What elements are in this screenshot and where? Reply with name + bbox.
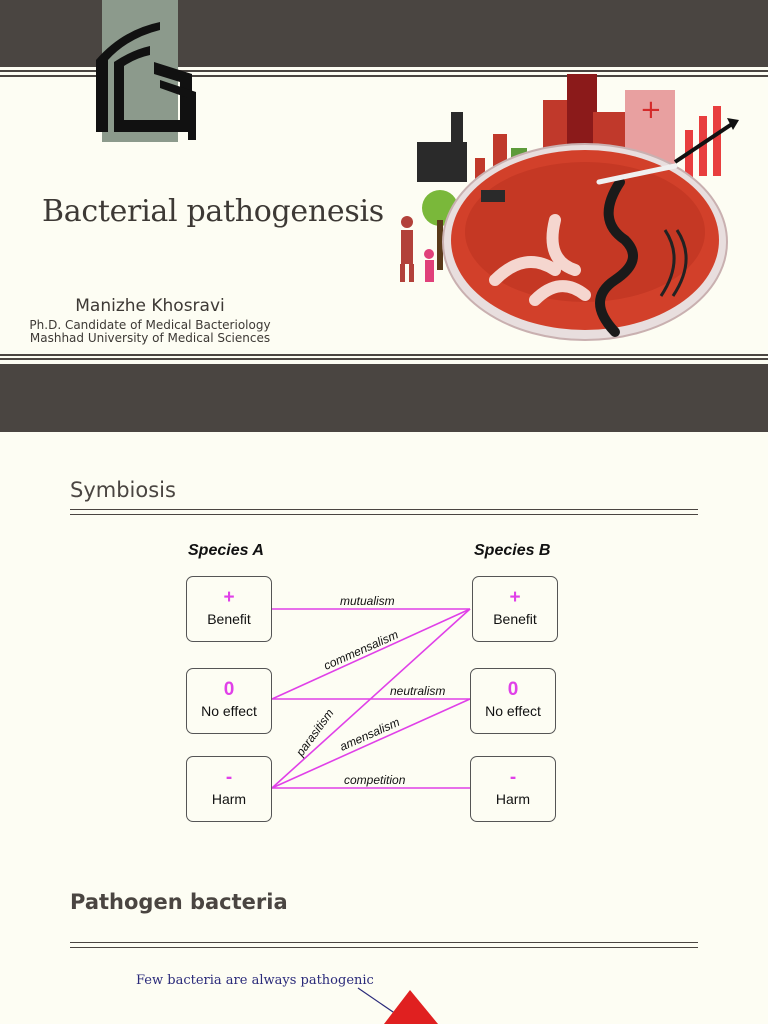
no-effect-label: No effect [485, 703, 541, 719]
relation-line [271, 698, 471, 789]
heading-rule-2 [70, 947, 698, 948]
bottom-band [0, 364, 768, 432]
bottom-rule-2 [0, 358, 768, 360]
pathogen-heading: Pathogen bacteria [70, 890, 288, 914]
harm-label: Harm [495, 791, 531, 807]
species-a-harm-box: - Harm [186, 756, 272, 822]
person-icon [401, 230, 413, 264]
harm-label: Harm [211, 791, 247, 807]
species-b-heading: Species B [474, 542, 551, 559]
pathogenic-note: Few bacteria are always pathogenic [136, 973, 374, 988]
species-b-harm-box: - Harm [470, 756, 556, 822]
species-a-no-effect-box: 0 No effect [186, 668, 272, 734]
relation-label: mutualism [340, 594, 395, 608]
symbiosis-heading: Symbiosis [70, 478, 176, 502]
relation-label: parasitism [293, 706, 337, 759]
top-rule-2 [0, 75, 768, 77]
harm-symbol: - [509, 767, 517, 788]
pointer-arrow [357, 987, 397, 1015]
benefit-label: Benefit [493, 611, 537, 627]
relation-label: competition [344, 773, 406, 787]
author-affiliation: Mashhad University of Medical Sciences [29, 331, 271, 345]
heading-rule [70, 509, 698, 510]
top-rule [0, 70, 768, 72]
relation-label: neutralism [390, 684, 445, 698]
benefit-symbol: + [223, 587, 235, 608]
no-effect-symbol: 0 [507, 679, 519, 700]
university-logo-icon [96, 0, 196, 142]
relation-line [271, 608, 471, 789]
presentation-title: Bacterial pathogenesis [42, 194, 384, 229]
benefit-symbol: + [509, 587, 521, 608]
heading-rule-2 [70, 514, 698, 515]
svg-text:+: + [640, 95, 662, 125]
harm-symbol: - [225, 767, 233, 788]
species-b-no-effect-box: 0 No effect [470, 668, 556, 734]
author-degree: Ph.D. Candidate of Medical Bacteriology [29, 318, 271, 332]
author-name: Manizhe Khosravi [75, 296, 225, 316]
pyramid-illustration [357, 987, 438, 1024]
species-b-benefit-box: + Benefit [472, 576, 558, 642]
pyramid-tip [384, 990, 438, 1024]
heading-rule [70, 942, 698, 943]
no-effect-symbol: 0 [223, 679, 235, 700]
petri-dish-illustration: + [400, 74, 739, 341]
child-icon [425, 260, 434, 282]
relation-line [271, 608, 471, 700]
no-effect-label: No effect [201, 703, 257, 719]
bottom-rule [0, 354, 768, 356]
relation-label: commensalism [322, 627, 401, 672]
species-a-heading: Species A [188, 542, 264, 559]
benefit-label: Benefit [207, 611, 251, 627]
species-a-benefit-box: + Benefit [186, 576, 272, 642]
